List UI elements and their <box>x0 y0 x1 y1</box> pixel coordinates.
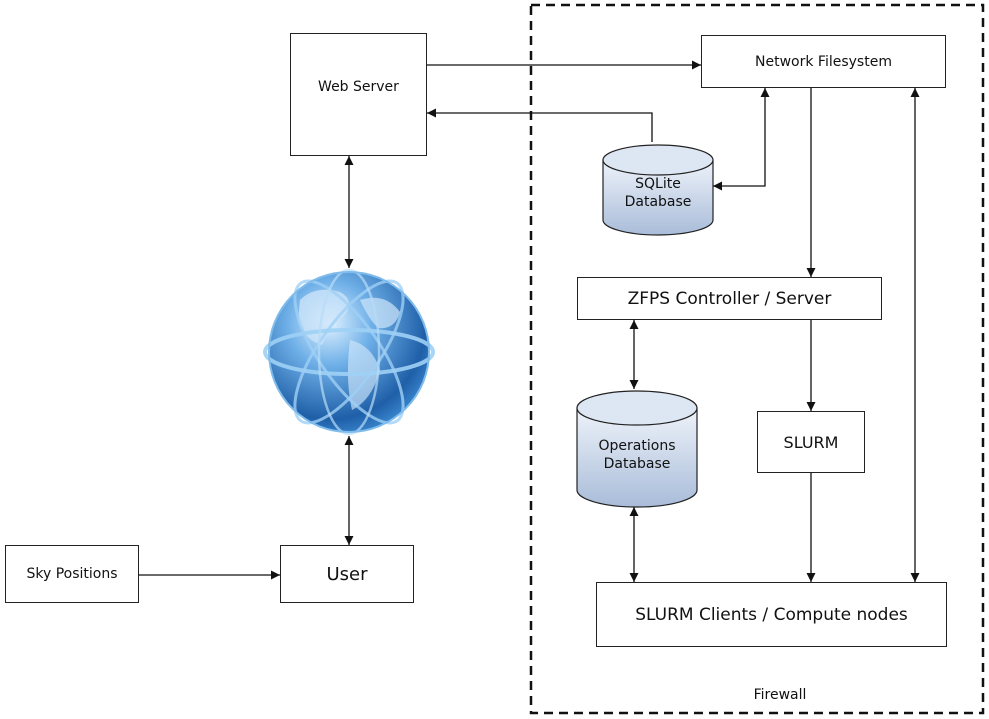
zfps-controller-node: ZFPS Controller / Server <box>577 277 882 320</box>
network-filesystem-label: Network Filesystem <box>755 53 892 70</box>
operations-database-label: Operations Database <box>577 438 697 473</box>
operations-database-cylinder <box>576 390 698 508</box>
user-node: User <box>280 545 414 603</box>
sky-positions-label: Sky Positions <box>26 566 118 582</box>
firewall-boundary <box>529 3 985 715</box>
operations-database-label-line2: Database <box>603 455 671 472</box>
zfps-controller-label: ZFPS Controller / Server <box>627 288 832 309</box>
network-filesystem-node: Network Filesystem <box>701 35 946 88</box>
operations-database-label-line1: Operations <box>598 438 676 454</box>
sqlite-database-label-line2: Database <box>624 193 692 210</box>
firewall-label: Firewall <box>753 687 807 703</box>
slurm-node: SLURM <box>757 411 865 473</box>
sqlite-database-label: SQLite Database <box>603 176 713 211</box>
slurm-clients-node: SLURM Clients / Compute nodes <box>596 582 947 647</box>
slurm-label: SLURM <box>783 432 839 452</box>
globe-icon <box>263 268 435 436</box>
web-server-node: Web Server <box>290 33 427 156</box>
slurm-clients-label: SLURM Clients / Compute nodes <box>635 604 908 625</box>
web-server-label: Web Server <box>318 79 399 95</box>
arrow-sqlite-to-webserver <box>427 108 653 142</box>
arrow-sqlite-filesystem <box>713 88 770 191</box>
sqlite-database-label-line1: SQLite <box>635 176 681 192</box>
sqlite-database-cylinder <box>602 144 714 236</box>
user-label: User <box>326 563 368 585</box>
sky-positions-node: Sky Positions <box>5 545 139 603</box>
